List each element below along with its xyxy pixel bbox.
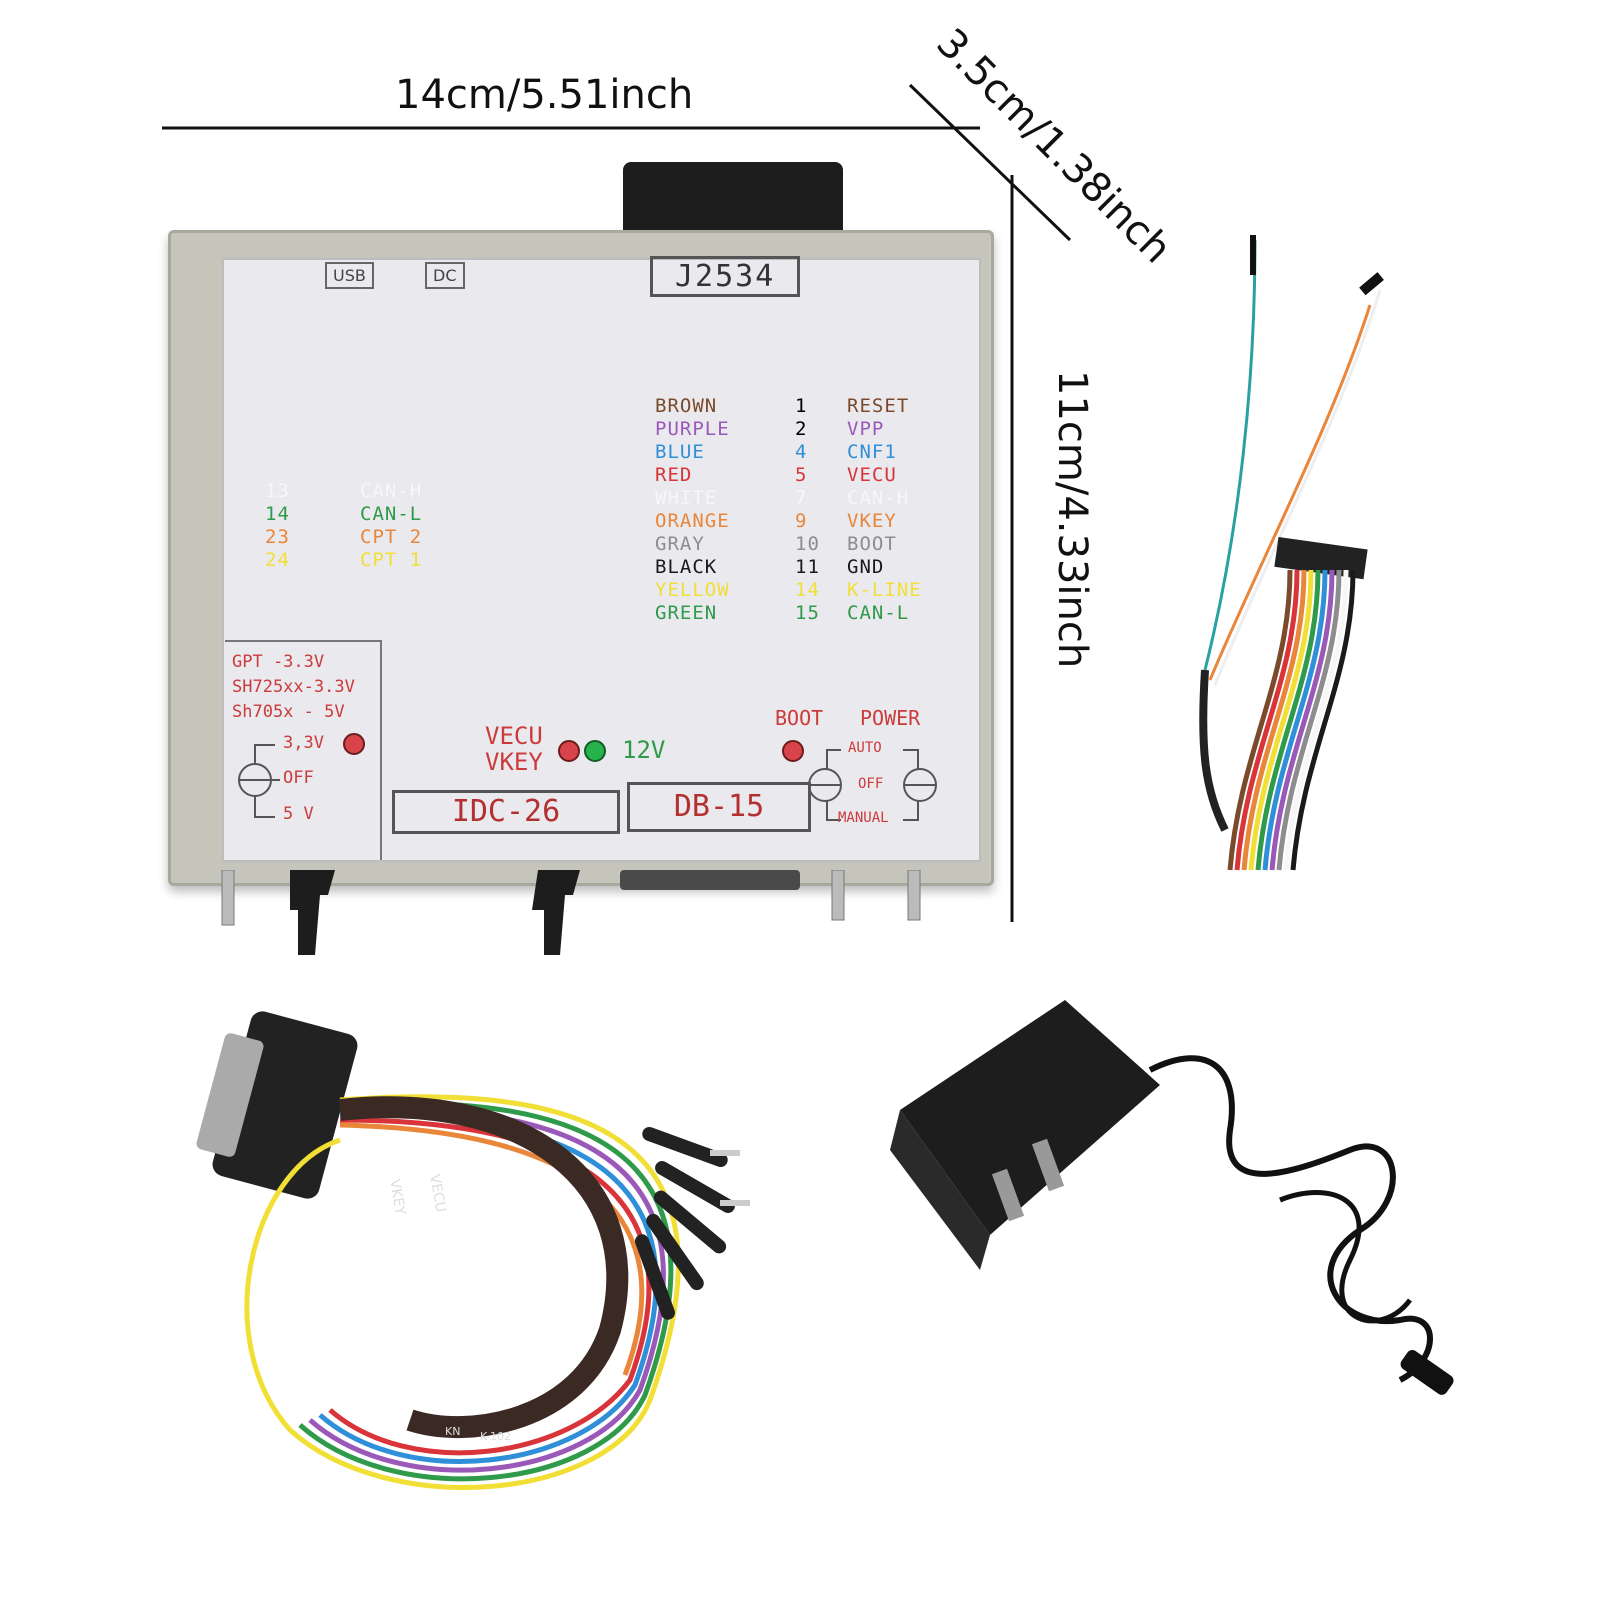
pin-number: 15: [795, 602, 820, 624]
pin-number: 14: [795, 579, 820, 601]
power-adapter-image: [890, 1000, 1454, 1395]
width-dimension-label: 14cm/5.51inch: [395, 72, 694, 118]
pin-color: PURPLE: [655, 418, 730, 440]
pin-row: 24 CPT 1: [265, 549, 465, 572]
harness-label-vkey: VKEY: [386, 1178, 408, 1217]
voltage-option-off: OFF: [283, 768, 314, 788]
pin-color: ORANGE: [655, 510, 730, 532]
harness-label-kn: KN: [445, 1425, 460, 1438]
pin-number: 7: [795, 487, 808, 509]
pin-number: 5: [795, 464, 808, 486]
pin-number: 11: [795, 556, 820, 578]
pin-signal: CAN-H: [360, 480, 423, 502]
sh725-voltage-label: SH725xx-3.3V: [232, 677, 355, 697]
pin-signal: CNF1: [847, 441, 897, 463]
pin-color: RED: [655, 464, 693, 486]
pin-signal: K-LINE: [847, 579, 922, 601]
pin-signal: CPT 2: [360, 526, 423, 548]
pin-color: YELLOW: [655, 579, 730, 601]
pin-row: GREEN 15 CAN-L: [655, 602, 985, 625]
boot-led: [782, 740, 804, 762]
voltage-switch-icon: [238, 744, 280, 818]
12v-label: 12V: [622, 736, 666, 764]
vkey-label: VKEY: [485, 748, 543, 776]
sh705-voltage-label: Sh705x - 5V: [232, 702, 345, 722]
pin-row: 13 CAN-H: [265, 480, 465, 503]
pin-row: GRAY 10 BOOT: [655, 533, 985, 556]
usb-port-label: USB: [325, 262, 374, 289]
manual-label: MANUAL: [838, 810, 889, 826]
pin-row: 23 CPT 2: [265, 526, 465, 549]
power-led: [584, 740, 606, 762]
boot-label: BOOT: [775, 706, 824, 730]
gpt-voltage-label: GPT -3.3V: [232, 652, 325, 672]
pin-signal: CPT 1: [360, 549, 423, 571]
dc-port-label: DC: [425, 262, 465, 289]
pin-signal: CAN-H: [847, 487, 910, 509]
harness-label-k102: K-102: [480, 1430, 511, 1443]
db15-harness-image: VECU VKEY KN K-102: [196, 1011, 750, 1490]
pin-color: GRAY: [655, 533, 705, 555]
pin-number: 13: [265, 480, 290, 502]
pin-row: 14 CAN-L: [265, 503, 465, 526]
pin-color: WHITE: [655, 487, 718, 509]
pin-signal: CAN-L: [360, 503, 423, 525]
vecu-label: VECU: [485, 722, 543, 750]
pin-number: 14: [265, 503, 290, 525]
pin-row: BROWN 1 RESET: [655, 395, 985, 418]
auto-label: AUTO: [848, 740, 882, 756]
voltage-selector-box: [225, 640, 382, 860]
pin-number: 1: [795, 395, 808, 417]
device-title: J2534: [650, 256, 801, 297]
pin-row: RED 5 VECU: [655, 464, 985, 487]
pin-color: GREEN: [655, 602, 718, 624]
pin-color: BLACK: [655, 556, 718, 578]
pin-signal: GND: [847, 556, 885, 578]
pin-number: 10: [795, 533, 820, 555]
pin-row: BLACK 11 GND: [655, 556, 985, 579]
height-dimension-label: 11cm/4.33inch: [1049, 370, 1095, 669]
pin-number: 23: [265, 526, 290, 548]
voltage-option-5v: 5 V: [283, 804, 314, 824]
pin-signal: VECU: [847, 464, 897, 486]
pin-color: BROWN: [655, 395, 718, 417]
off-label: OFF: [858, 776, 884, 792]
pin-row: PURPLE 2 VPP: [655, 418, 985, 441]
pin-number: 9: [795, 510, 808, 532]
voltage-option-3v3: 3,3V: [283, 733, 324, 753]
pin-signal: VPP: [847, 418, 885, 440]
pin-signal: VKEY: [847, 510, 897, 532]
voltage-led: [343, 733, 365, 755]
obd-connector: [623, 162, 843, 234]
pin-color: BLUE: [655, 441, 705, 463]
pin-signal: RESET: [847, 395, 910, 417]
db-15-label: DB-15: [627, 782, 811, 832]
pin-number: 2: [795, 418, 808, 440]
idc-26-label: IDC-26: [392, 790, 620, 834]
power-label: POWER: [860, 706, 921, 730]
pin-row: BLUE 4 CNF1: [655, 441, 985, 464]
pin-row: YELLOW 14 K-LINE: [655, 579, 985, 602]
device-faceplate: [222, 258, 981, 862]
vecu-led: [558, 740, 580, 762]
ribbon-cable-image: [1199, 235, 1384, 871]
device-bottom-connectors: [221, 870, 921, 955]
harness-label-vecu: VECU: [426, 1173, 448, 1214]
pin-signal: BOOT: [847, 533, 897, 555]
pin-row: WHITE 7 CAN-H: [655, 487, 985, 510]
pin-row: ORANGE 9 VKEY: [655, 510, 985, 533]
pin-signal: CAN-L: [847, 602, 910, 624]
pin-number: 24: [265, 549, 290, 571]
pin-number: 4: [795, 441, 808, 463]
